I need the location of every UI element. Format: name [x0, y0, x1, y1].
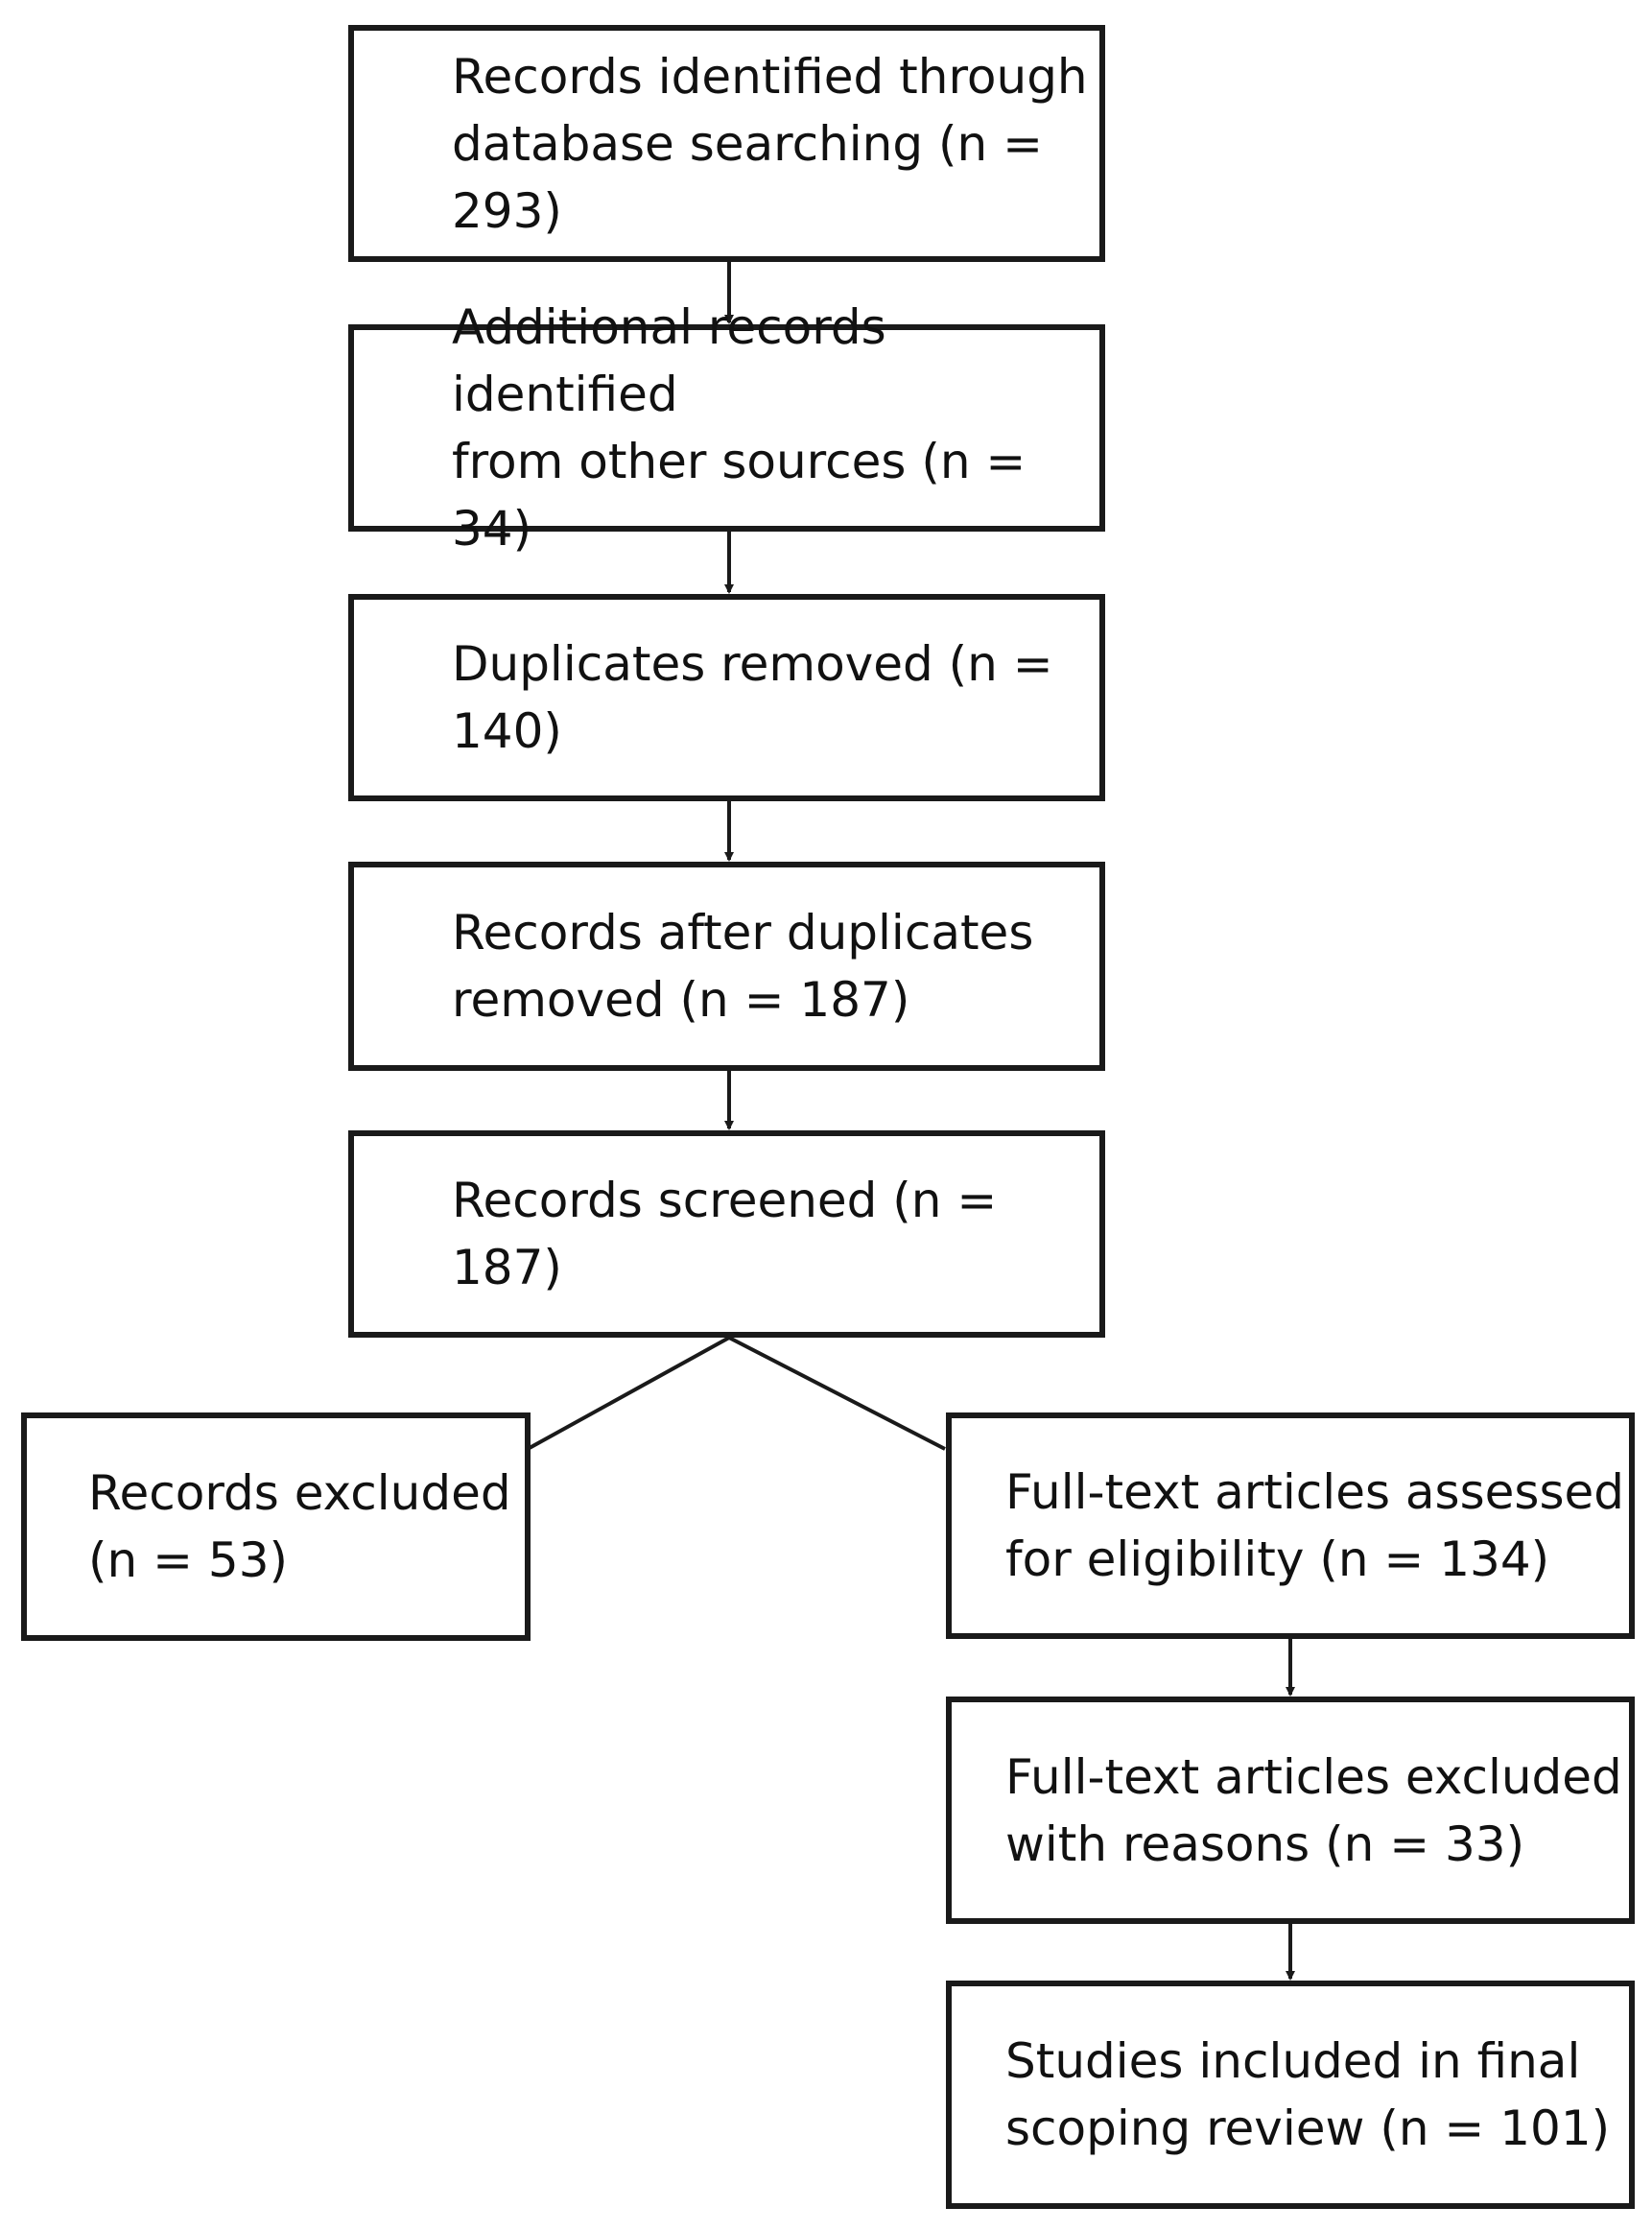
screened-box: Records screened (n = 187) [348, 1130, 1105, 1338]
identified-box: Records identified through database sear… [348, 25, 1105, 262]
duplicates-label: Duplicates removed (n = 140) [452, 636, 1053, 759]
fulltext-excluded-label: Full-text articles excluded with reasons… [1005, 1748, 1622, 1872]
branch-line-to-assessed [728, 1336, 946, 1451]
fulltext-excluded-box: Full-text articles excluded with reasons… [946, 1697, 1635, 1924]
excluded-box: Records excluded (n = 53) [21, 1412, 531, 1641]
branch-line-to-excluded [527, 1336, 730, 1451]
included-box: Studies included in final scoping review… [946, 1981, 1635, 2209]
excluded-label: Records excluded (n = 53) [88, 1465, 511, 1588]
included-label: Studies included in final scoping review… [1005, 2033, 1611, 2156]
assessed-label: Full-text articles assessed for eligibil… [1005, 1464, 1624, 1587]
after-duplicates-label: Records after duplicates removed (n = 18… [452, 905, 1034, 1028]
after-duplicates-box: Records after duplicates removed (n = 18… [348, 862, 1105, 1071]
assessed-box: Full-text articles assessed for eligibil… [946, 1412, 1635, 1639]
screened-label: Records screened (n = 187) [452, 1173, 998, 1295]
identified-label: Records identified through database sear… [452, 48, 1088, 239]
duplicates-box: Duplicates removed (n = 140) [348, 594, 1105, 801]
additional-box: Additional records identified from other… [348, 299, 1105, 557]
additional-label: Additional records identified from other… [452, 299, 1027, 557]
